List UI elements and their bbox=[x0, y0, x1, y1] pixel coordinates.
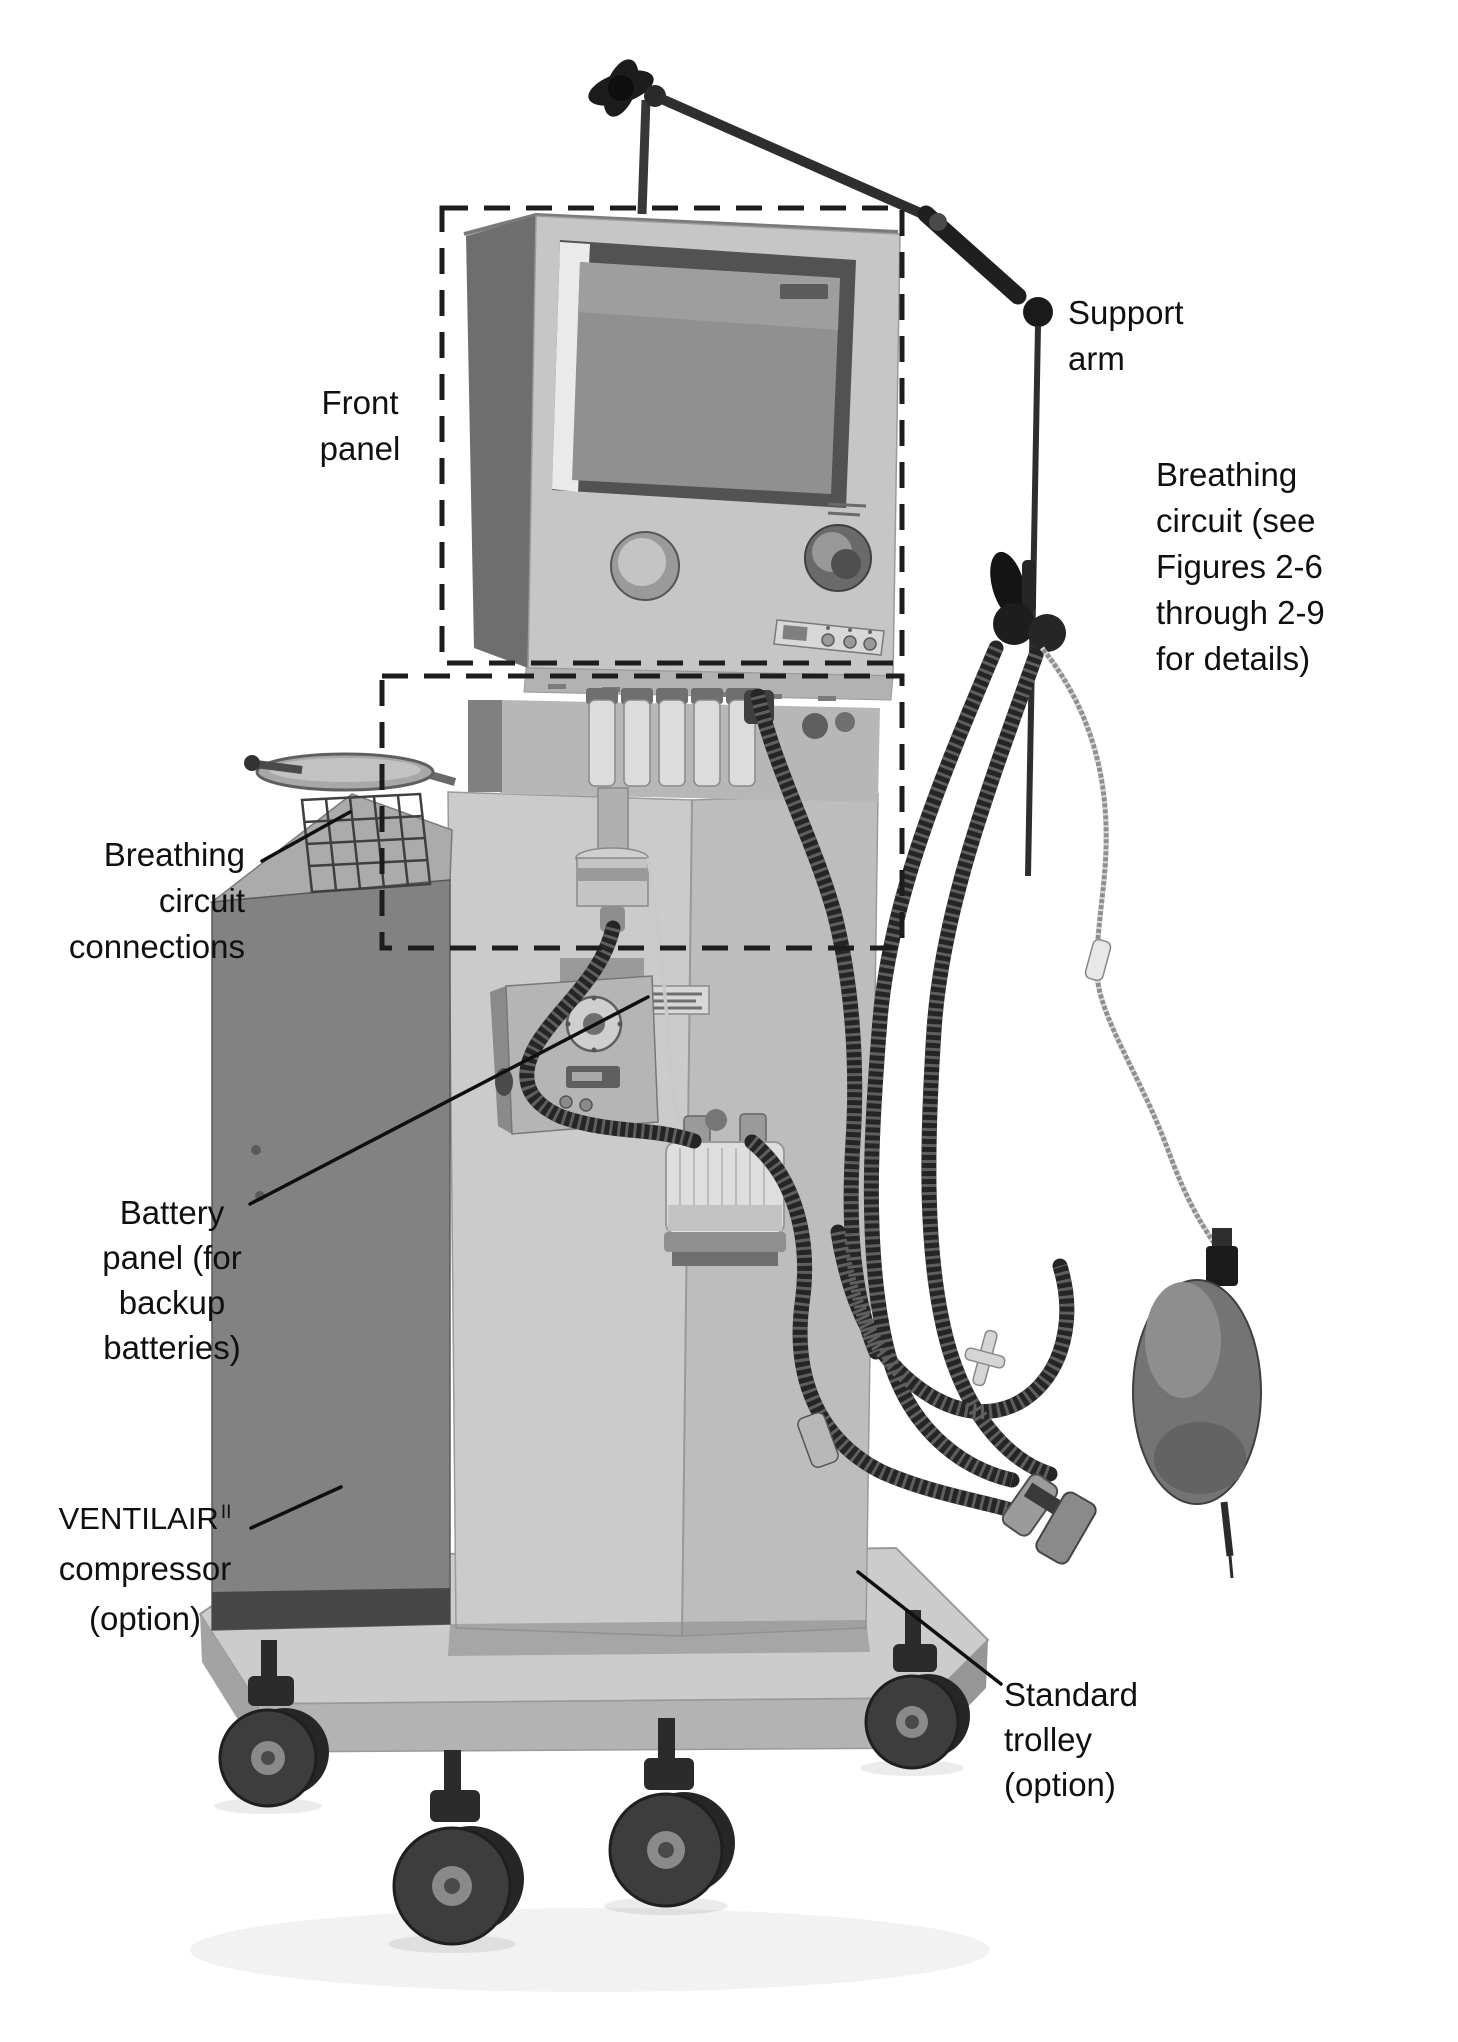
circuit-fittings bbox=[797, 1329, 1097, 1565]
humidifier-button[interactable] bbox=[579, 1098, 593, 1112]
brand-logo bbox=[780, 284, 828, 299]
label-line: Breathing bbox=[1156, 456, 1298, 493]
label-battery-panel: Battery panel (for backup batteries) bbox=[58, 1190, 286, 1370]
label-breathing-circuit-connections: Breathing circuit connections bbox=[20, 832, 245, 970]
label-line: arm bbox=[1068, 340, 1125, 377]
support-arm bbox=[588, 59, 1066, 877]
caster-wheel-front bbox=[388, 1750, 524, 1953]
ventilator-machine bbox=[190, 59, 1262, 1992]
label-line: compressor bbox=[58, 1550, 232, 1587]
humidifier-unit bbox=[490, 958, 659, 1135]
label-line: Front bbox=[321, 384, 399, 421]
annotations bbox=[248, 205, 1003, 1686]
label-line: panel (for bbox=[102, 1239, 242, 1276]
display-screen bbox=[552, 240, 856, 508]
caster-wheel-right bbox=[860, 1610, 970, 1776]
connections-outline bbox=[379, 673, 905, 951]
label-line: circuit (see bbox=[1156, 502, 1316, 539]
caster-wheel-left bbox=[214, 1640, 329, 1814]
support-arm-clamp bbox=[990, 551, 1036, 619]
label-line: Figures 2-6 bbox=[1156, 548, 1323, 585]
tray-handle-knob bbox=[244, 755, 260, 771]
proximal-line bbox=[1040, 646, 1219, 1248]
label-line: Standard bbox=[1004, 1676, 1138, 1713]
breathing-tubes bbox=[519, 640, 1075, 1520]
panel-text-block bbox=[827, 502, 867, 517]
humidifier-button[interactable] bbox=[559, 1095, 573, 1109]
label-line: batteries) bbox=[103, 1329, 241, 1366]
label-line: through 2-9 bbox=[1156, 594, 1325, 631]
label-standard-trolley: Standard trolley (option) bbox=[1004, 1672, 1224, 1807]
rating-plate bbox=[644, 985, 710, 1015]
label-line: Breathing bbox=[103, 836, 245, 873]
label-line: circuit bbox=[158, 882, 245, 919]
caster-wheel-middle bbox=[604, 1718, 735, 1915]
accessory-tray bbox=[244, 752, 457, 792]
label-line: (option) bbox=[89, 1600, 201, 1637]
label-line: (option) bbox=[1004, 1766, 1116, 1803]
support-arm-elbow bbox=[1023, 297, 1053, 327]
label-line: Support bbox=[1068, 294, 1184, 331]
button-strip[interactable] bbox=[773, 619, 885, 656]
support-arm-star-knob bbox=[588, 59, 654, 117]
brand-name: VENTILAIR bbox=[58, 1501, 219, 1536]
brand-superscript: II bbox=[220, 1501, 232, 1523]
leader-breathing-circuit-connections bbox=[260, 810, 352, 863]
label-line: trolley bbox=[1004, 1721, 1093, 1758]
leader-battery-panel bbox=[248, 995, 650, 1206]
label-line: backup bbox=[118, 1284, 226, 1321]
leader-standard-trolley bbox=[856, 1570, 1003, 1686]
label-front-panel: Front panel bbox=[280, 380, 440, 472]
label-line: panel bbox=[319, 430, 401, 467]
control-knob-right[interactable] bbox=[804, 524, 872, 592]
label-line: for details) bbox=[1156, 640, 1311, 677]
test-lung-bag bbox=[1132, 1228, 1262, 1579]
front-panel-outline bbox=[439, 205, 905, 666]
label-line: connections bbox=[68, 928, 245, 965]
probe-wire bbox=[646, 857, 692, 1136]
leader-compressor bbox=[249, 1485, 343, 1530]
connection-cylinders[interactable] bbox=[586, 688, 758, 787]
label-breathing-circuit: Breathing circuit (see Figures 2-6 throu… bbox=[1156, 452, 1456, 682]
main-column bbox=[447, 791, 879, 1656]
control-knob-left[interactable] bbox=[610, 531, 680, 601]
tube-hanger bbox=[993, 603, 1066, 652]
label-line: Battery bbox=[119, 1194, 225, 1231]
connection-panel bbox=[468, 688, 880, 802]
label-support-arm: Support arm bbox=[1068, 290, 1268, 382]
front-panel-unit bbox=[463, 212, 901, 701]
floor-shadow bbox=[190, 1908, 990, 1992]
